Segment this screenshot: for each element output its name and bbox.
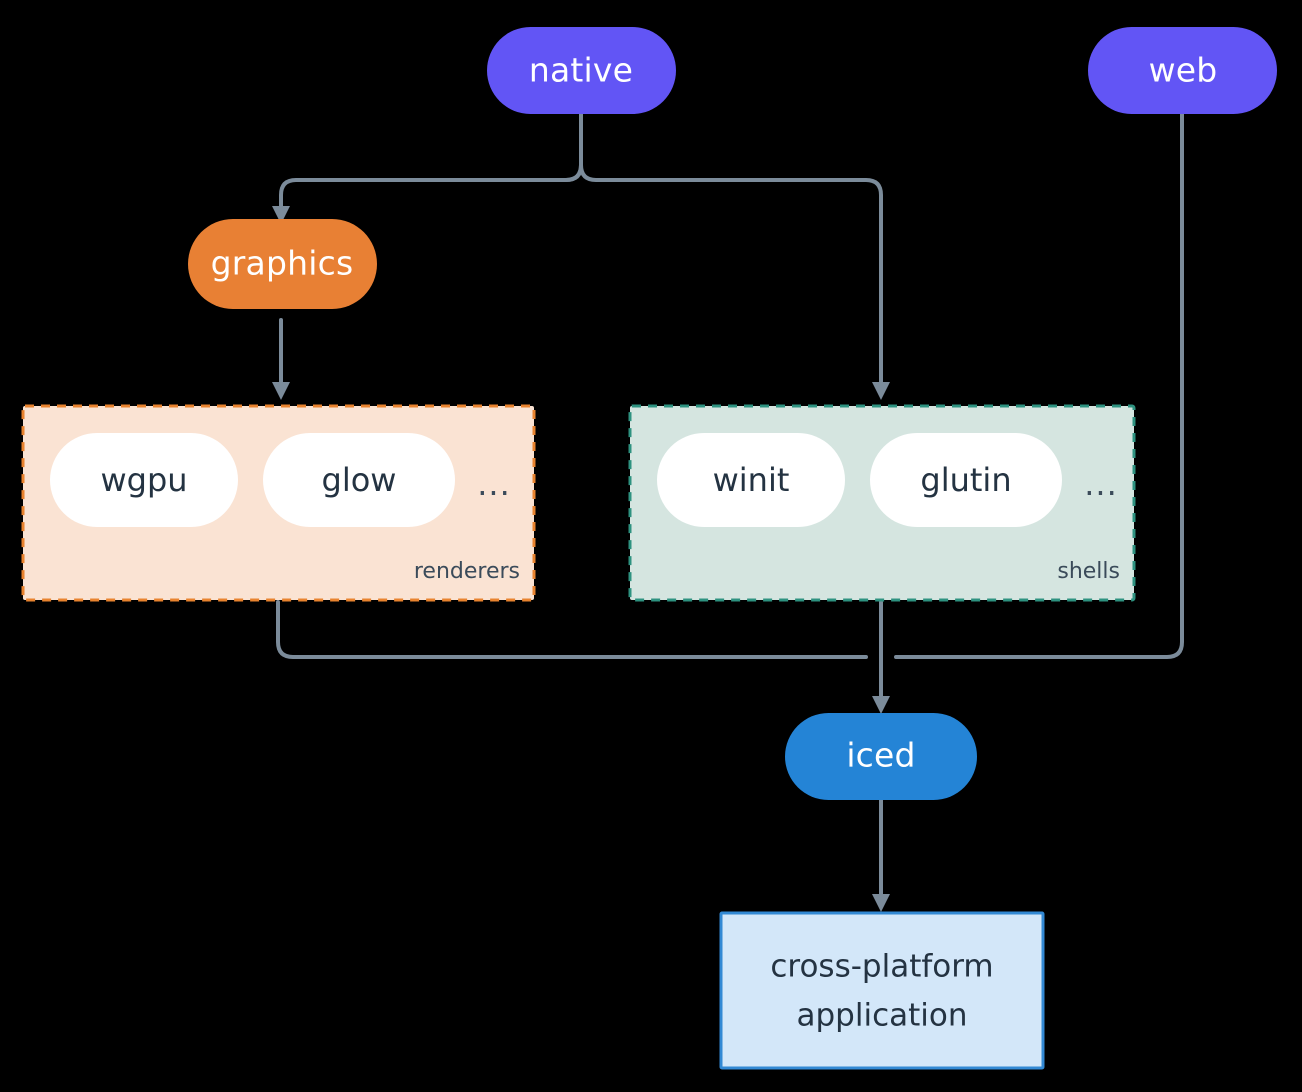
- edge-merge-to-iced-arrowhead: [872, 696, 890, 714]
- node-web[interactable]: web: [1088, 27, 1277, 114]
- node-application-label-line1: cross-platform: [770, 949, 993, 985]
- node-graphics-label: graphics: [211, 244, 354, 283]
- node-native-shape[interactable]: [487, 27, 676, 114]
- edge-native-to-shells-arrowhead: [872, 382, 890, 400]
- node-iced-shape[interactable]: [785, 713, 977, 800]
- edge-native-to-graphics: [279, 163, 583, 208]
- renderers-group-label: renderers: [414, 559, 520, 584]
- renderers-ellipsis: ...: [477, 465, 511, 503]
- chip-glutin-label: glutin: [920, 461, 1011, 499]
- node-native[interactable]: native: [487, 27, 676, 114]
- chip-winit-label: winit: [713, 461, 790, 499]
- edge-layer: [272, 111, 1184, 912]
- group-shells: winit glutin ... shells: [628, 404, 1136, 602]
- node-application-shape[interactable]: [719, 911, 1045, 1070]
- chip-wgpu-label: wgpu: [100, 461, 187, 499]
- chip-winit-shape[interactable]: [657, 433, 845, 527]
- chip-glutin-shape[interactable]: [870, 433, 1062, 527]
- node-web-label: web: [1149, 51, 1218, 90]
- node-iced-label: iced: [846, 736, 915, 775]
- edge-renderers-to-iced: [276, 600, 868, 659]
- edge-native-to-graphics-arrowhead: [272, 206, 290, 224]
- edge-native-to-shells: [579, 163, 883, 384]
- chip-wgpu-shape[interactable]: [50, 433, 238, 527]
- edge-graphics-to-renderers-arrowhead: [272, 382, 290, 400]
- node-application-label-line2: application: [797, 998, 968, 1034]
- node-web-shape[interactable]: [1088, 27, 1277, 114]
- edge-iced-to-application-arrowhead: [872, 894, 890, 912]
- shells-group-label: shells: [1057, 559, 1120, 584]
- node-graphics[interactable]: graphics: [188, 219, 377, 309]
- edge-web-to-iced: [894, 111, 1184, 659]
- group-renderers: wgpu glow ... renderers: [21, 404, 536, 602]
- node-application[interactable]: cross-platform application: [719, 911, 1045, 1070]
- node-graphics-shape[interactable]: [188, 219, 377, 309]
- node-iced[interactable]: iced: [785, 713, 977, 800]
- node-native-label: native: [529, 51, 633, 90]
- chip-glow-shape[interactable]: [263, 433, 455, 527]
- shells-ellipsis: ...: [1084, 465, 1118, 503]
- chip-glow-label: glow: [322, 461, 397, 499]
